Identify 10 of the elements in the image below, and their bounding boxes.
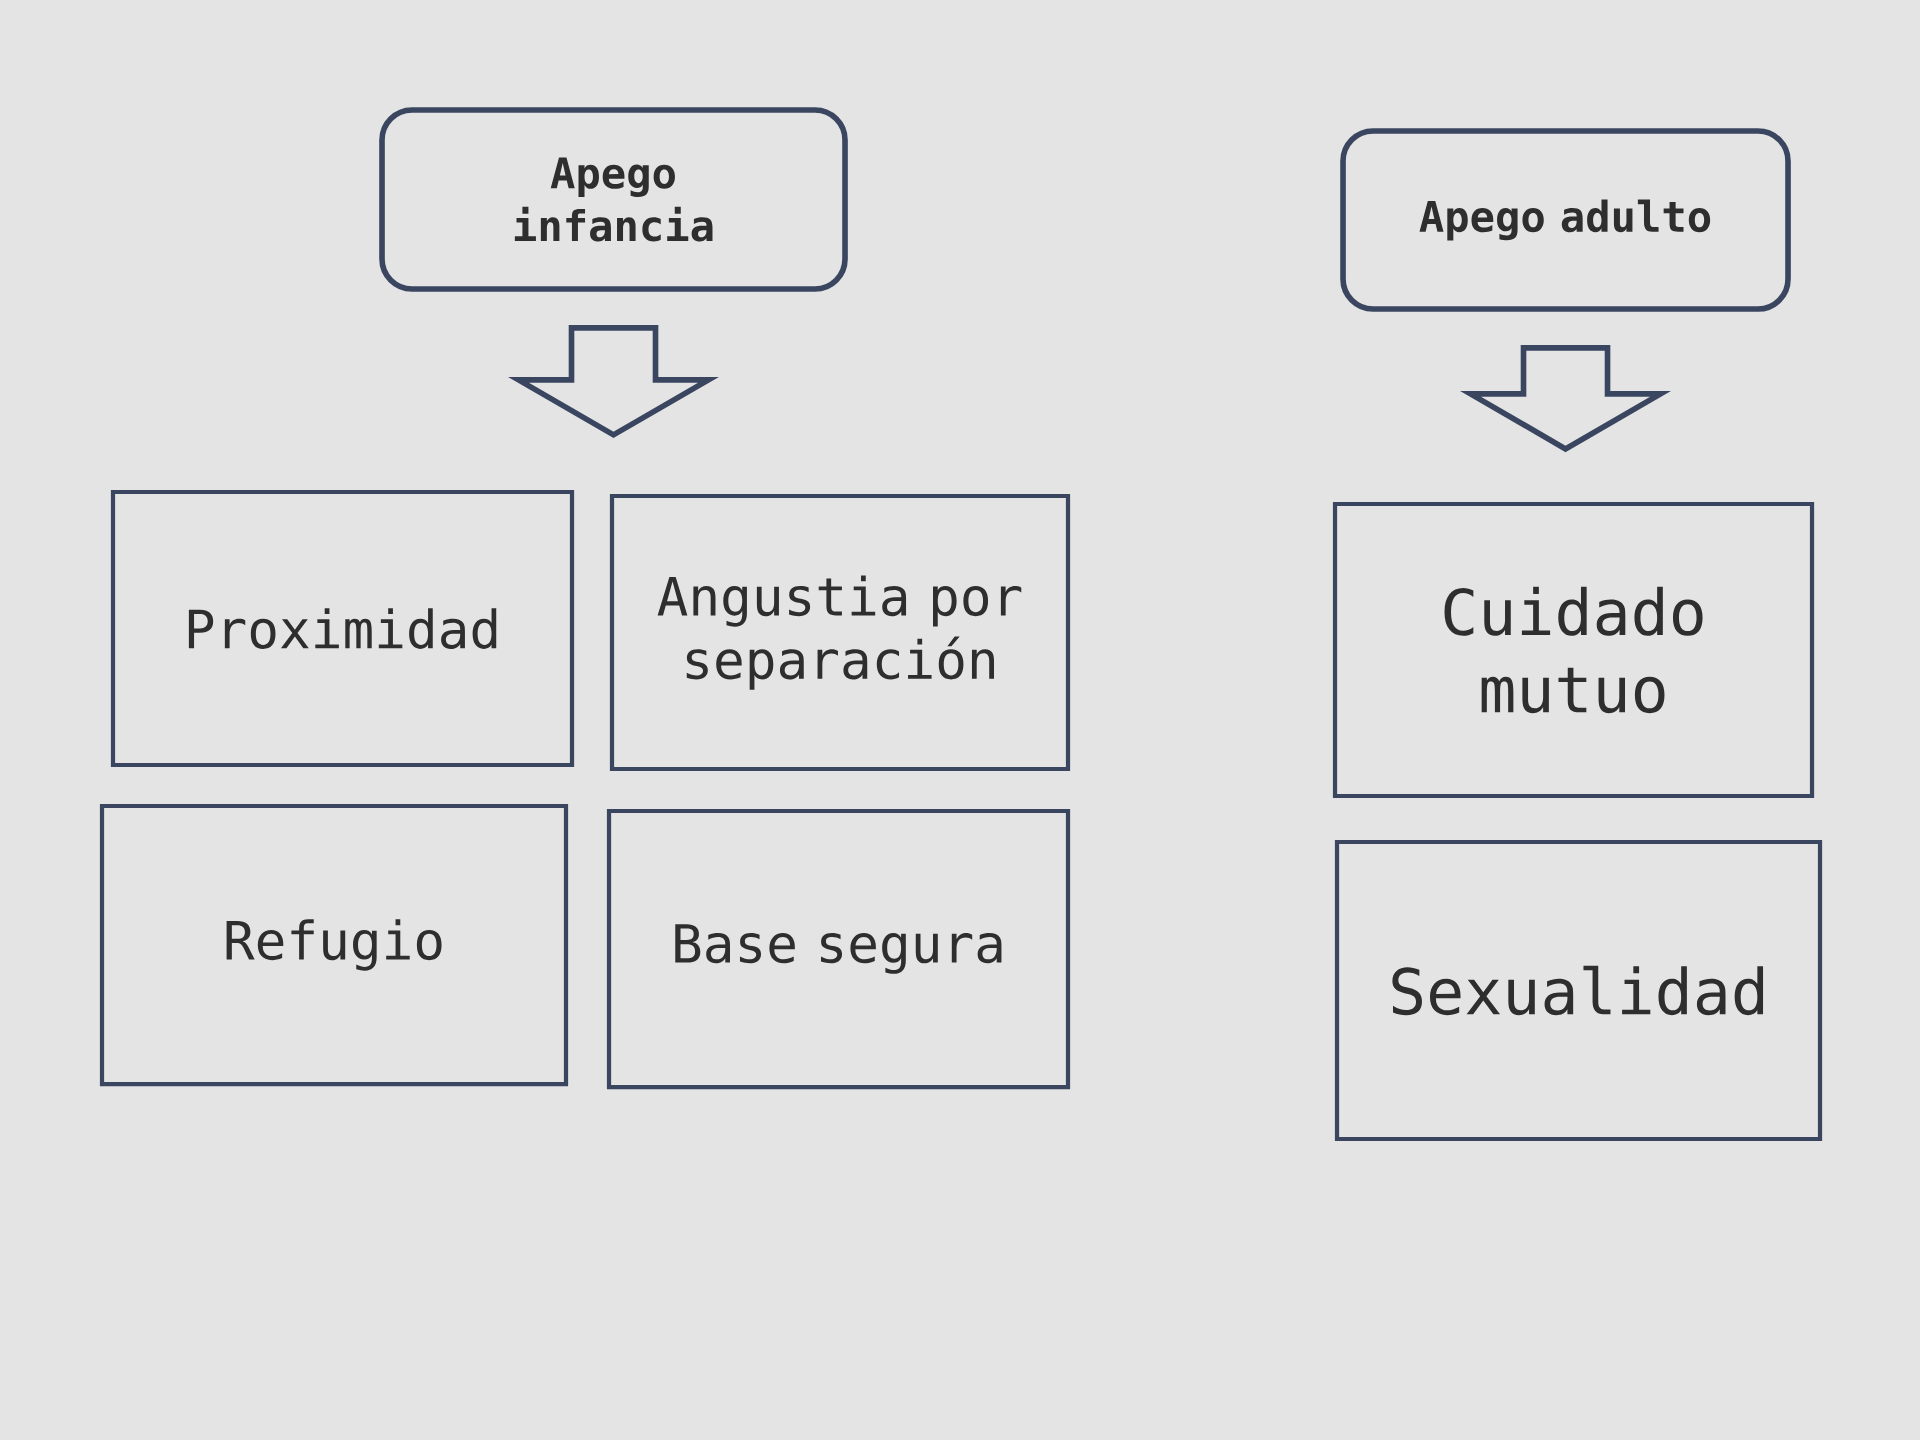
text-box: Refugio [99,803,569,1087]
rounded-box: Apego infancia [379,107,848,292]
block-arrow [1460,345,1671,453]
text-box: Cuidado mutuo [1332,501,1815,799]
text-box: Angustia por separación [609,493,1071,772]
text-box: Sexualidad [1334,839,1823,1142]
block-arrow [508,325,719,439]
text-box: Proximidad [110,489,575,768]
rounded-box: Apego adulto [1340,128,1791,312]
text-box: Base segura [606,808,1071,1090]
